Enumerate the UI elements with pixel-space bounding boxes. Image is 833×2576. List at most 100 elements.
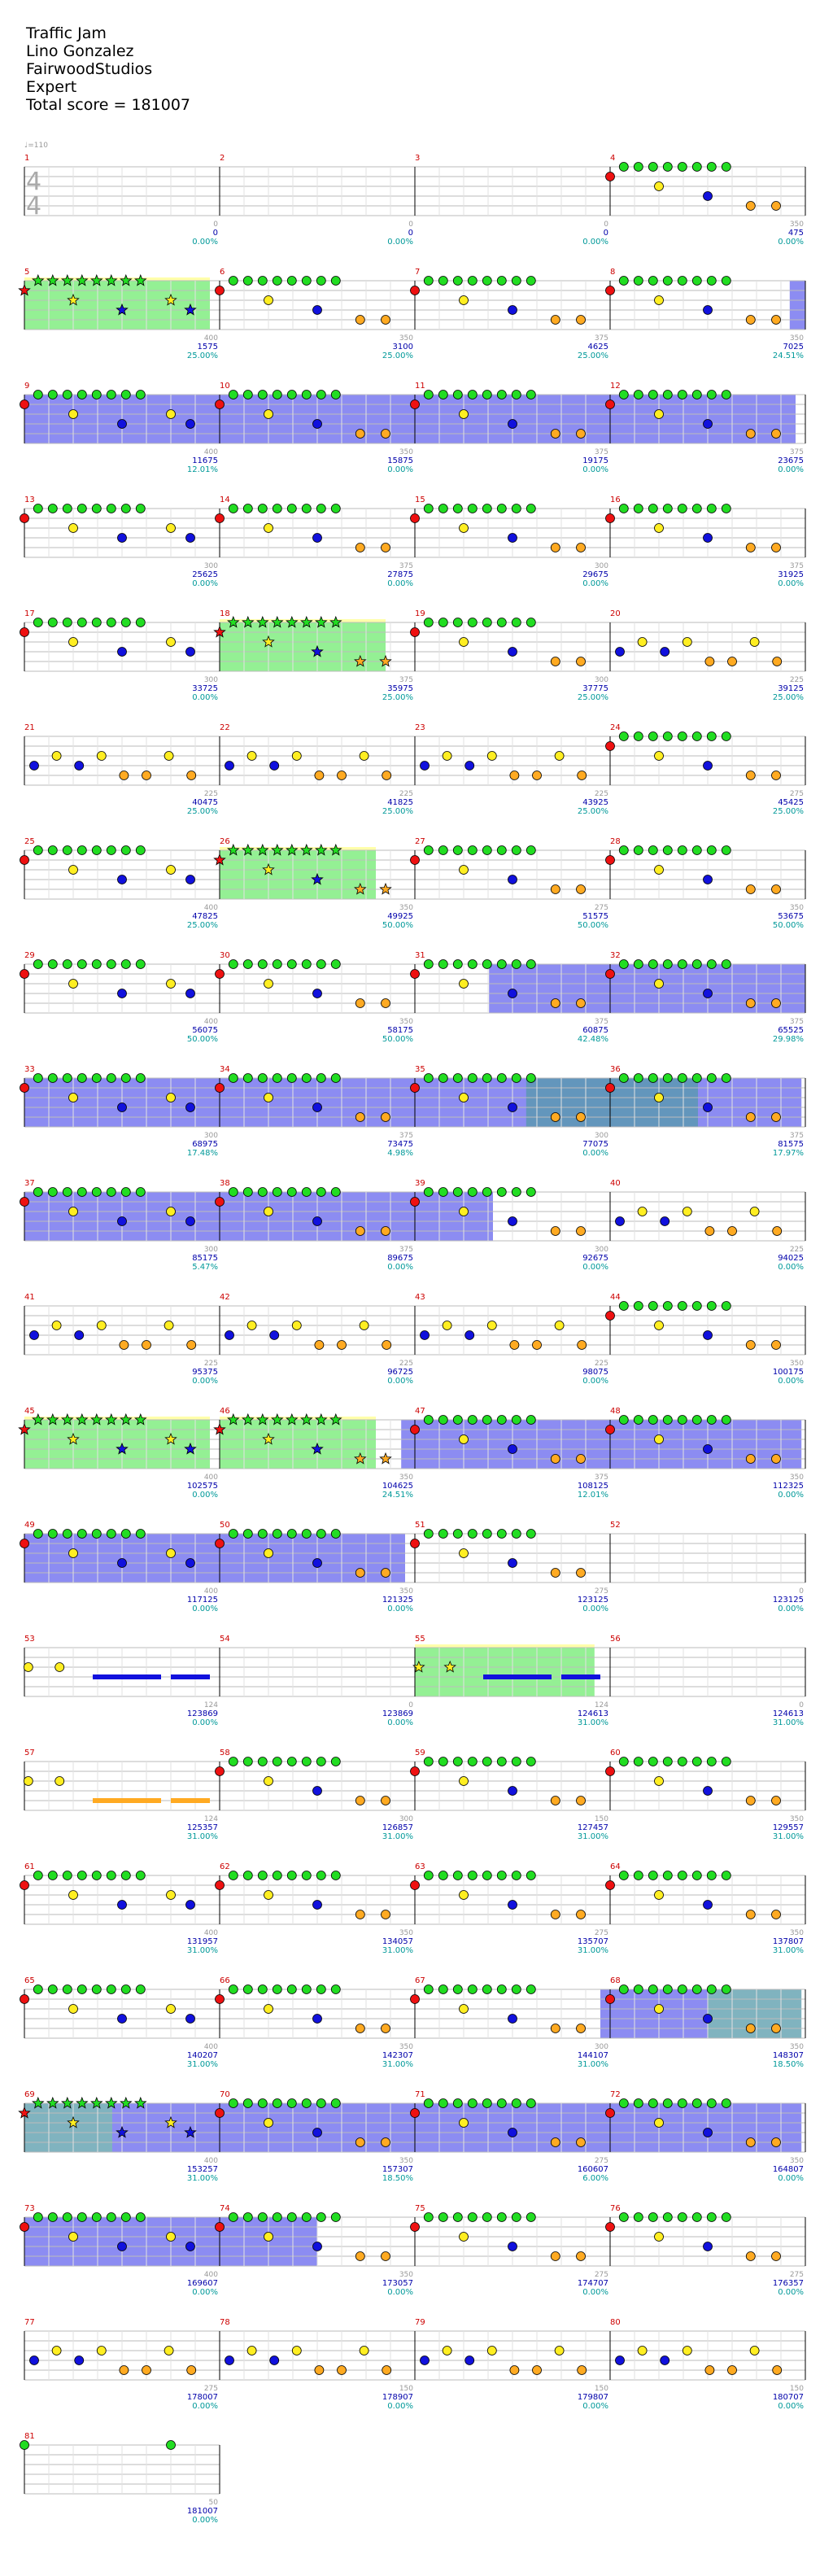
note bbox=[228, 1871, 238, 1880]
note bbox=[410, 2108, 420, 2118]
measure-score: 124613 bbox=[773, 1709, 804, 1718]
note bbox=[330, 2212, 341, 2222]
measure-percent: 0.00% bbox=[778, 2402, 804, 2411]
note bbox=[526, 2212, 536, 2222]
note bbox=[68, 1890, 78, 1900]
note bbox=[438, 390, 448, 399]
note bbox=[423, 2098, 434, 2108]
measure-number: 9 bbox=[24, 382, 29, 391]
note bbox=[452, 276, 463, 286]
note bbox=[20, 1539, 29, 1548]
note bbox=[496, 845, 507, 855]
note bbox=[691, 959, 702, 969]
measure-score: 37775 bbox=[582, 684, 608, 693]
total-score: Total score = 181007 bbox=[26, 96, 190, 114]
note bbox=[301, 2098, 312, 2108]
note bbox=[486, 751, 497, 761]
measure-percent: 0.00% bbox=[778, 2174, 804, 2183]
note bbox=[745, 1796, 756, 1805]
note bbox=[526, 1073, 536, 1083]
star-note bbox=[184, 2125, 197, 2138]
note bbox=[74, 2356, 85, 2365]
note bbox=[228, 959, 238, 969]
note bbox=[654, 181, 664, 191]
note bbox=[74, 761, 85, 771]
note bbox=[721, 1757, 731, 1766]
note bbox=[464, 761, 475, 771]
note bbox=[459, 1093, 469, 1102]
note bbox=[166, 2232, 176, 2242]
note bbox=[166, 409, 176, 419]
note bbox=[316, 504, 326, 513]
measure-percent: 12.01% bbox=[578, 1491, 608, 1500]
measure-note-count: 375 bbox=[595, 1018, 608, 1026]
note bbox=[119, 1340, 129, 1350]
note bbox=[286, 2098, 297, 2108]
measure-note-count: 350 bbox=[790, 2157, 804, 2165]
note bbox=[316, 1073, 326, 1083]
note bbox=[662, 1984, 673, 1994]
note bbox=[721, 2212, 731, 2222]
sustain bbox=[483, 1674, 552, 1679]
note bbox=[264, 2118, 273, 2128]
note bbox=[721, 845, 731, 855]
note bbox=[330, 390, 341, 399]
note bbox=[633, 1301, 643, 1311]
star-note bbox=[379, 654, 392, 667]
note bbox=[257, 2098, 268, 2108]
measure-percent: 0.00% bbox=[192, 1491, 218, 1500]
measure-note-count: 350 bbox=[790, 1474, 804, 1482]
measure-score: 131957 bbox=[187, 1937, 218, 1946]
star-note bbox=[164, 293, 177, 306]
note bbox=[511, 1984, 521, 1994]
measure-percent: 0.00% bbox=[582, 2402, 608, 2411]
measure-score: 142307 bbox=[382, 2051, 413, 2060]
star-note bbox=[329, 1412, 342, 1426]
note bbox=[482, 618, 492, 627]
note bbox=[459, 295, 469, 305]
note bbox=[68, 2232, 78, 2242]
note bbox=[648, 731, 658, 741]
note bbox=[704, 1226, 715, 1236]
note bbox=[359, 2346, 369, 2356]
star-note bbox=[300, 843, 313, 856]
note bbox=[68, 1207, 78, 1216]
note bbox=[120, 1529, 131, 1539]
star-note bbox=[46, 2096, 59, 2109]
star-note bbox=[61, 1412, 74, 1426]
note bbox=[286, 390, 297, 399]
measure-note-count: 350 bbox=[399, 2043, 413, 2051]
note bbox=[62, 1529, 72, 1539]
note bbox=[438, 2098, 448, 2108]
note bbox=[660, 2356, 670, 2365]
measure-note-count: 275 bbox=[204, 2385, 218, 2393]
star-note bbox=[164, 2115, 177, 2128]
note bbox=[117, 989, 127, 998]
measure-score: 39125 bbox=[778, 684, 804, 693]
note bbox=[482, 1415, 492, 1425]
star-note bbox=[61, 2096, 74, 2109]
note bbox=[467, 2098, 478, 2108]
measure-number: 68 bbox=[610, 1976, 621, 1985]
note bbox=[648, 2212, 658, 2222]
measure-number: 24 bbox=[610, 723, 621, 732]
note bbox=[420, 2356, 430, 2365]
note bbox=[246, 1321, 257, 1330]
measure-note-count: 124 bbox=[595, 1701, 608, 1709]
note bbox=[330, 1187, 341, 1197]
measure-note-count: 350 bbox=[790, 904, 804, 912]
note bbox=[576, 2137, 586, 2147]
measure-note-count: 275 bbox=[595, 2157, 608, 2165]
measure-percent: 31.00% bbox=[382, 1832, 413, 1841]
note bbox=[62, 618, 72, 627]
star-note bbox=[354, 654, 367, 667]
note bbox=[215, 1197, 225, 1207]
note bbox=[459, 637, 469, 647]
note bbox=[242, 1187, 253, 1197]
measure-note-count: 350 bbox=[399, 904, 413, 912]
measure-note-count: 350 bbox=[790, 220, 804, 229]
note bbox=[745, 201, 756, 211]
measure-score: 179807 bbox=[578, 2393, 608, 2402]
note bbox=[482, 2098, 492, 2108]
note bbox=[706, 1415, 717, 1425]
